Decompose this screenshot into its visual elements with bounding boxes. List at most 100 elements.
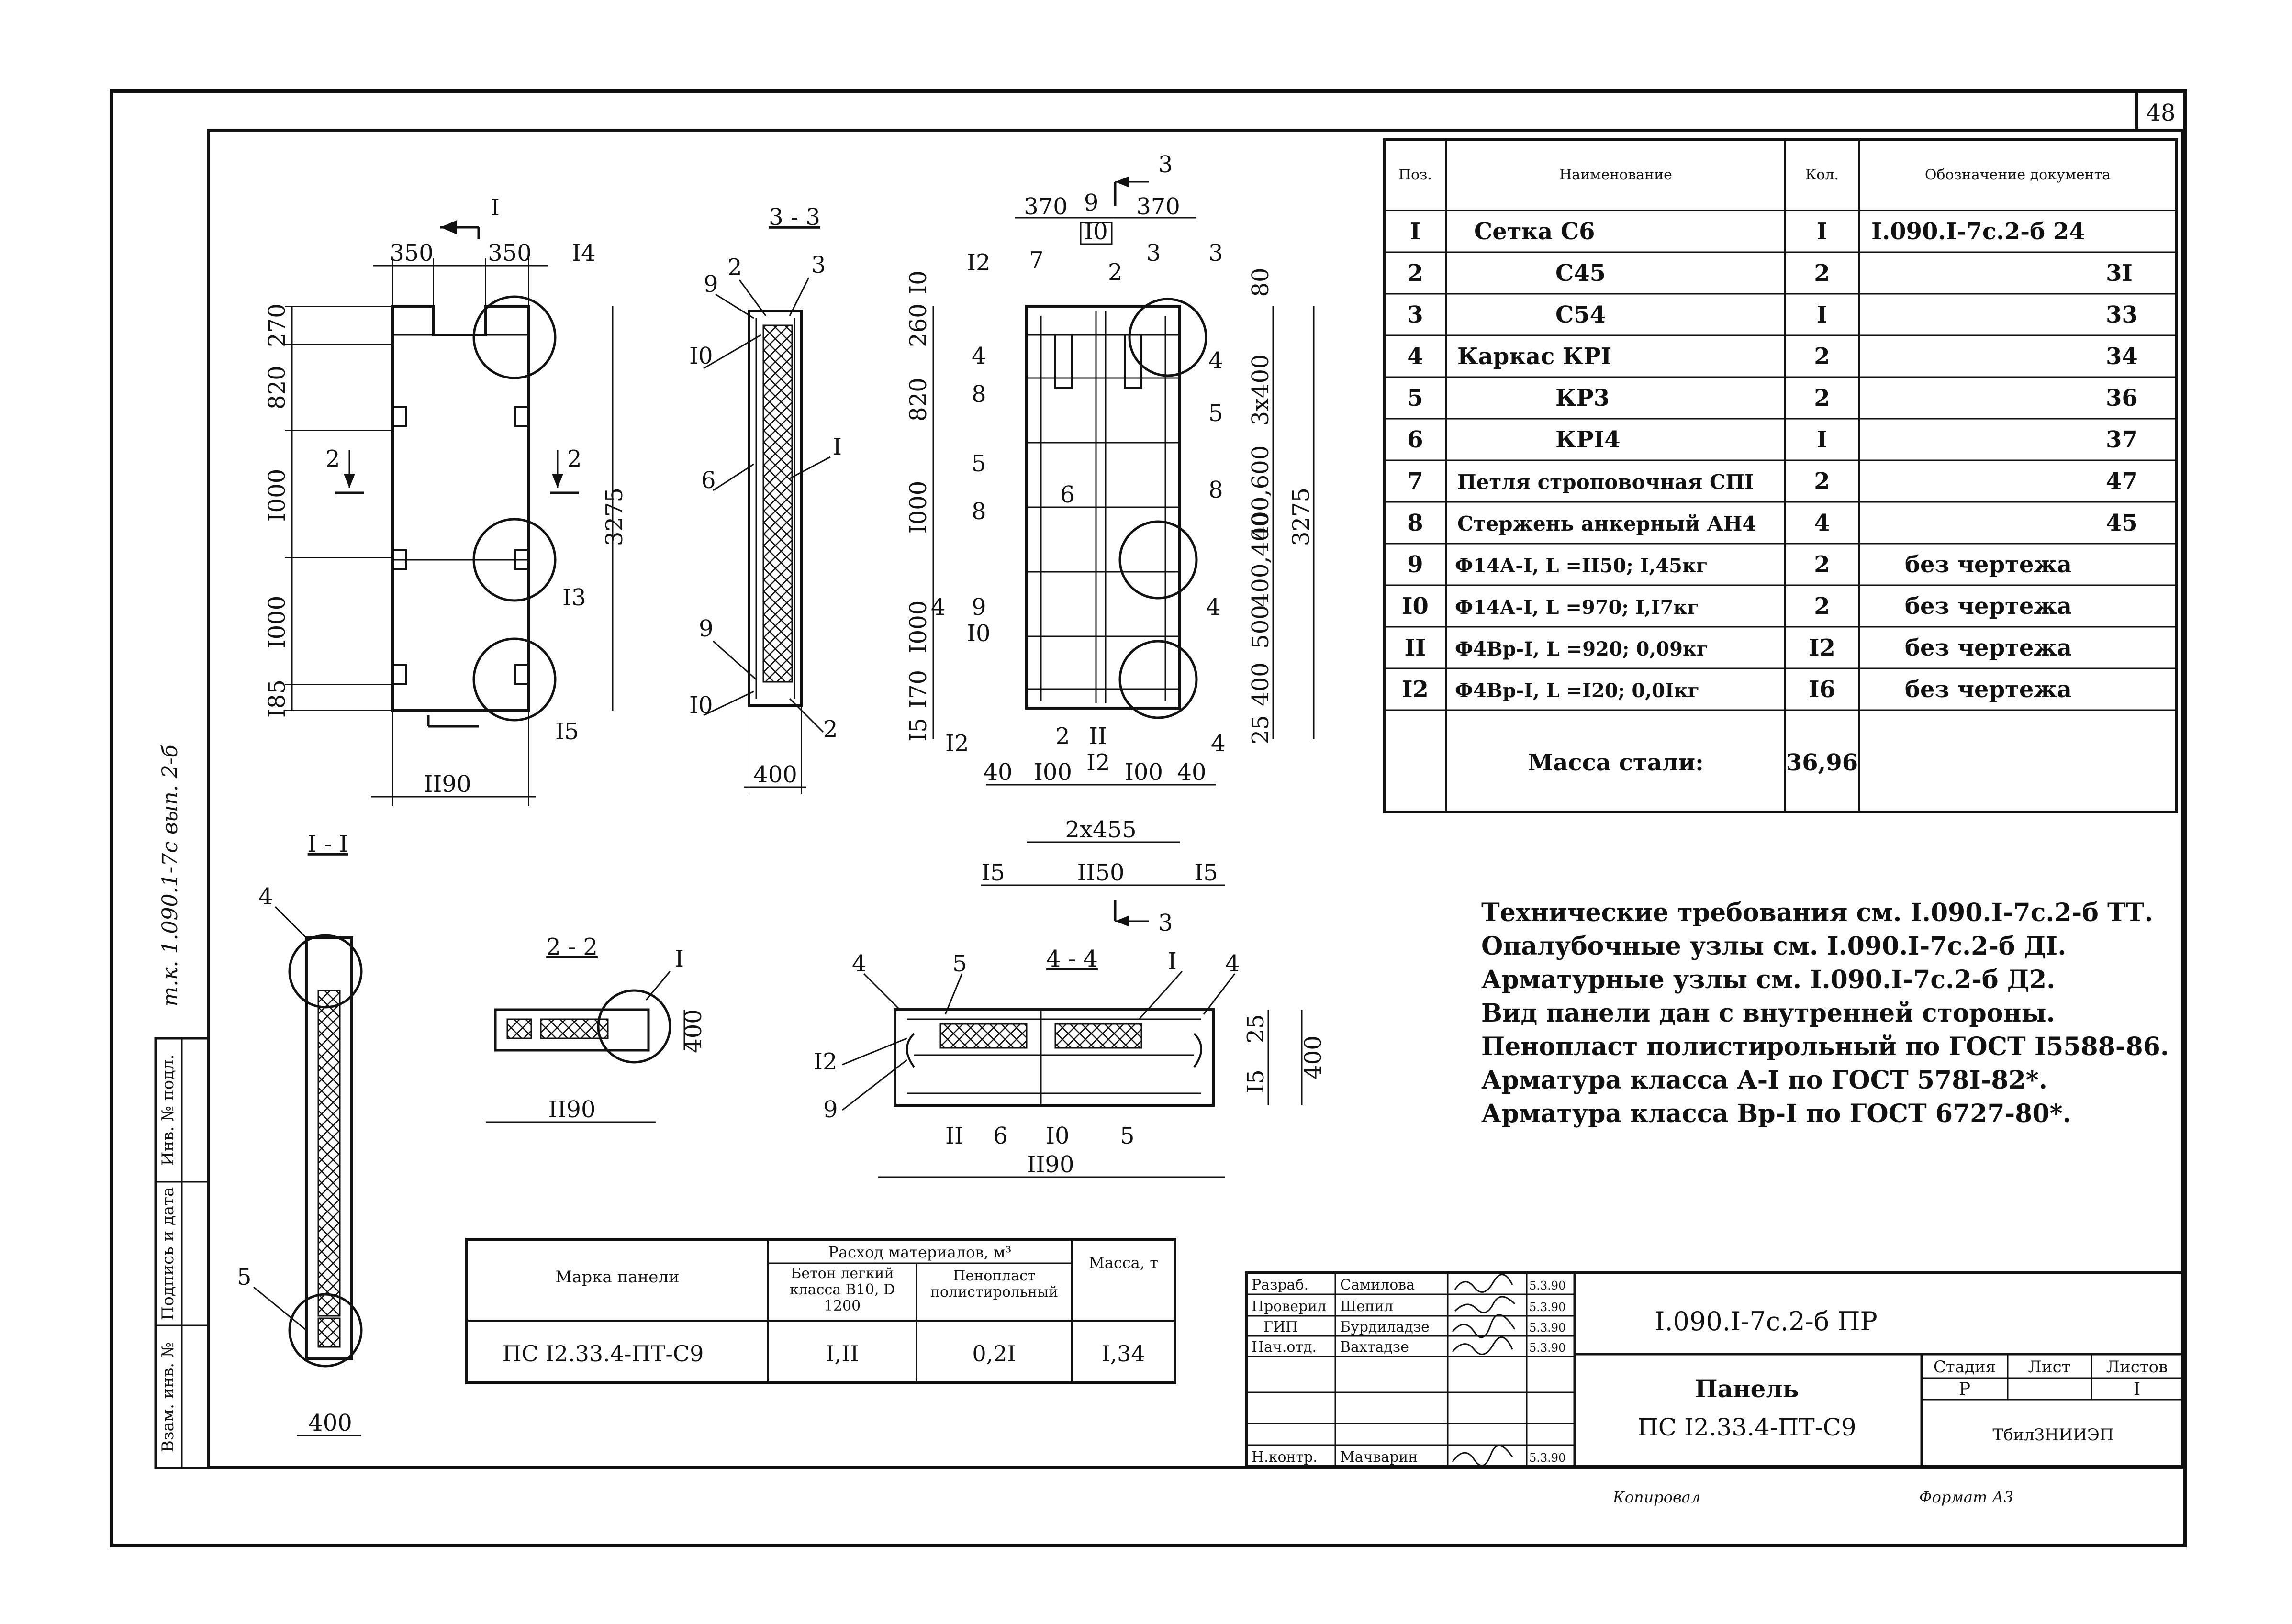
dim-label: 3275 xyxy=(601,488,628,546)
tb-subtitle: ПС I2.33.4-ПТ-С9 xyxy=(1637,1413,1856,1441)
tb-title: Панель xyxy=(1695,1375,1799,1403)
signature-marks xyxy=(1452,1274,1516,1467)
note-line: Вид панели дан с внутренней стороны. xyxy=(1481,999,2055,1028)
dim-label: 80 xyxy=(1247,267,1274,297)
spec-row-doc: 34 xyxy=(2106,343,2138,370)
spec-row-name: Ф14А-I, L =II50; I,45кг xyxy=(1455,555,1708,577)
label: 4 xyxy=(1225,950,1240,977)
tb-date: 5.3.90 xyxy=(1529,1279,1565,1292)
reinforcement-view: 370 9 370 I0 3 3 I0 260 820 I000 I000 I7… xyxy=(905,151,1315,936)
section-mark-label: I xyxy=(491,194,500,221)
label: 4 xyxy=(1211,730,1226,757)
spec-row-pos: 9 xyxy=(1407,551,1423,578)
dim-label: 350 xyxy=(488,240,532,267)
dim-label: 400 xyxy=(753,761,797,788)
tb-date: 5.3.90 xyxy=(1529,1321,1565,1335)
footer-copied: Копировал xyxy=(1612,1488,1700,1506)
dim-label: 500 xyxy=(1247,605,1274,649)
dim-label: I85 xyxy=(264,679,291,718)
label: I0 xyxy=(689,692,713,719)
label: 9 xyxy=(823,1096,838,1123)
dim-label: II90 xyxy=(424,771,471,798)
mat-header-foam: Пенопласт полистирольный xyxy=(930,1268,1059,1301)
label: I0 xyxy=(1046,1123,1070,1149)
label: 5 xyxy=(952,950,967,977)
spec-row-doc: 36 xyxy=(2106,385,2138,412)
label: 6 xyxy=(701,467,716,494)
spec-row-doc: 3I xyxy=(2106,260,2133,287)
spec-row-doc: без чертежа xyxy=(1905,676,2072,703)
dim-label: 2х455 xyxy=(1065,816,1136,843)
label: 4 xyxy=(1206,594,1221,621)
dim-label: I000 xyxy=(264,469,291,522)
label: 2 xyxy=(1108,259,1123,286)
spec-row-pos: 5 xyxy=(1407,385,1423,412)
label: I2 xyxy=(1086,749,1110,776)
spec-row-qty: I xyxy=(1817,426,1827,453)
tb-role: ГИП xyxy=(1263,1319,1298,1335)
section-mark-label: 3 xyxy=(1158,151,1173,178)
label: 4 xyxy=(931,594,946,621)
dim-label: I000 xyxy=(905,481,932,534)
title-block: Разраб. Проверил ГИП Нач.отд. Н.контр. С… xyxy=(1245,1271,2184,1468)
spec-row-qty: I2 xyxy=(1809,634,1835,661)
dim-label: I0 xyxy=(905,270,932,294)
label: II xyxy=(1089,723,1107,750)
dim-label: 9 xyxy=(1084,189,1099,216)
dim-label: 400 xyxy=(1300,1035,1327,1079)
spec-header-doc: Обозначение документа xyxy=(1925,167,2111,183)
spec-row-doc: без чертежа xyxy=(1905,551,2072,578)
spec-header-pos: Поз. xyxy=(1398,167,1432,183)
dim-label: 350 xyxy=(390,240,434,267)
callout-label: I5 xyxy=(555,718,579,745)
mat-row-mark: ПС I2.33.4-ПТ-С9 xyxy=(503,1341,704,1367)
label: I2 xyxy=(945,730,969,757)
callout-label: I3 xyxy=(562,584,586,611)
label: 2 xyxy=(727,254,742,281)
label: 7 xyxy=(1029,247,1044,274)
tb-sheets-label: Листов xyxy=(2106,1357,2168,1377)
spec-row-name: Каркас КРI xyxy=(1457,343,1611,370)
label: 6 xyxy=(993,1123,1008,1149)
tb-stage: Р xyxy=(1959,1379,1970,1399)
side-stamp: Инв. № подл. Подпись и дата Взам. инв. №… xyxy=(154,745,210,1469)
note-line: Арматура класса Вр-I по ГОСТ 6727-80*. xyxy=(1481,1099,2071,1128)
tb-date: 5.3.90 xyxy=(1529,1341,1565,1355)
spec-row-qty: 2 xyxy=(1814,551,1830,578)
spec-row-doc: 45 xyxy=(2106,510,2138,536)
side-col-0: Инв. № подл. xyxy=(158,1055,178,1166)
spec-row-qty: I xyxy=(1817,301,1827,328)
label: 2 xyxy=(1055,723,1070,750)
spec-row-pos: 8 xyxy=(1407,510,1423,536)
spec-row-doc: 37 xyxy=(2106,426,2138,453)
section-1-1: I - I 4 5 400 xyxy=(237,831,363,1436)
mat-header-group: Расход материалов, м³ xyxy=(828,1243,1012,1261)
spec-row-pos: II xyxy=(1405,634,1426,661)
tb-sheets: I xyxy=(2134,1379,2140,1399)
label: I xyxy=(675,945,684,972)
dim-label: 820 xyxy=(905,378,932,422)
spec-row-name: Петля строповочная СПI xyxy=(1457,470,1754,494)
spec-row-doc: без чертежа xyxy=(1905,634,2072,661)
label: 9 xyxy=(972,594,986,621)
dim-label: I000 xyxy=(905,601,932,654)
section-title: I - I xyxy=(308,831,348,857)
dim-label: II90 xyxy=(1027,1151,1074,1178)
section-title: 3 - 3 xyxy=(769,204,820,231)
spec-row-qty: I xyxy=(1817,218,1827,245)
mat-row-mass: I,34 xyxy=(1101,1341,1145,1367)
label: 6 xyxy=(1060,481,1075,508)
dim-label: I5 xyxy=(981,859,1005,886)
note-line: Опалубочные узлы см. I.090.I-7с.2-б ДI. xyxy=(1481,932,2066,961)
dim-label: 40 xyxy=(1177,759,1206,786)
tb-name: Шепил xyxy=(1340,1298,1393,1315)
spec-row-name: Ф4Вр-I, L =I20; 0,0Iкг xyxy=(1455,679,1699,702)
spec-row-name: Стержень анкерный АН4 xyxy=(1457,512,1756,535)
dim-label: 370 xyxy=(1024,193,1068,220)
spec-table: Поз. Наименование Кол. Обозначение докум… xyxy=(1383,138,2178,813)
mat-header-mark: Марка панели xyxy=(555,1268,679,1287)
spec-row-qty: 2 xyxy=(1814,468,1830,495)
section-arrow-label: 2 xyxy=(325,445,340,472)
dim-label: I5 xyxy=(1242,1069,1269,1093)
spec-row-qty: 2 xyxy=(1814,343,1830,370)
